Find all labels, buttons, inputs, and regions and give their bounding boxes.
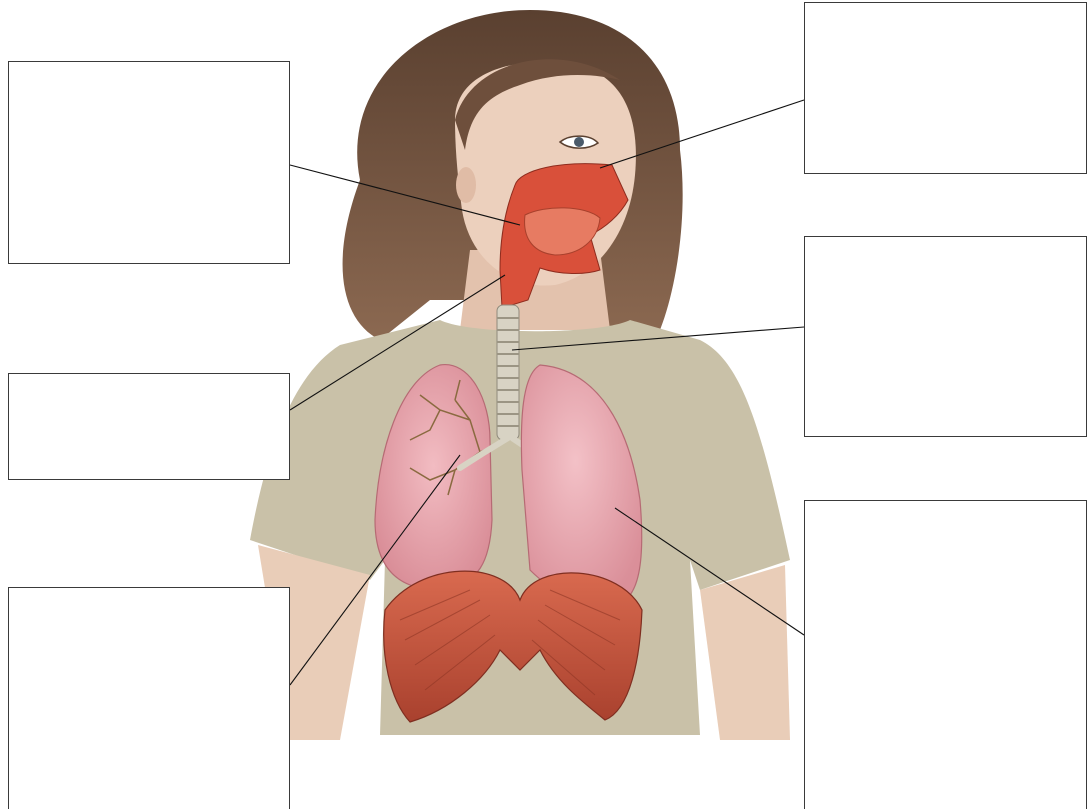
- label-box-right-middle[interactable]: [804, 236, 1087, 437]
- right-arm: [700, 565, 790, 740]
- label-box-left-bottom[interactable]: [8, 587, 290, 809]
- label-box-left-top[interactable]: [8, 61, 290, 264]
- label-box-left-middle[interactable]: [8, 373, 290, 480]
- ear: [456, 167, 476, 203]
- label-box-right-top[interactable]: [804, 2, 1087, 174]
- iris: [574, 137, 584, 147]
- label-box-right-bottom[interactable]: [804, 500, 1087, 809]
- trachea: [497, 305, 519, 440]
